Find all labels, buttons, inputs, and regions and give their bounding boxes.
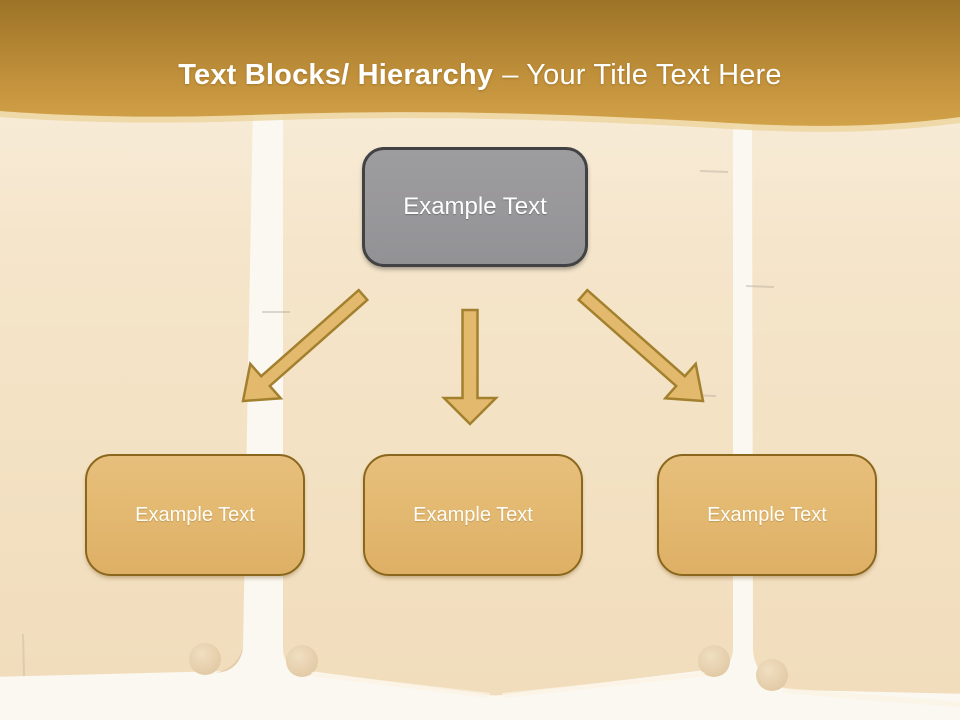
arrow-down-icon [440,308,500,426]
root-node[interactable]: Example Text [362,147,588,267]
child-node-3[interactable]: Example Text [657,454,877,576]
arrow-down-left-icon [241,288,370,403]
child-node-1-label: Example Text [135,503,255,526]
arrow-down-right-icon [576,288,705,403]
root-node-label: Example Text [403,193,547,220]
child-node-1[interactable]: Example Text [85,454,305,576]
slide-title[interactable]: Text Blocks/ Hierarchy– Your Title Text … [0,55,960,95]
title-placeholder-text: – Your Title Text Here [502,59,782,91]
child-node-3-label: Example Text [707,503,827,526]
child-node-2-label: Example Text [413,503,533,526]
child-node-2[interactable]: Example Text [363,454,583,576]
header-band [0,0,960,126]
title-topic-text: Text Blocks/ Hierarchy [178,59,494,91]
